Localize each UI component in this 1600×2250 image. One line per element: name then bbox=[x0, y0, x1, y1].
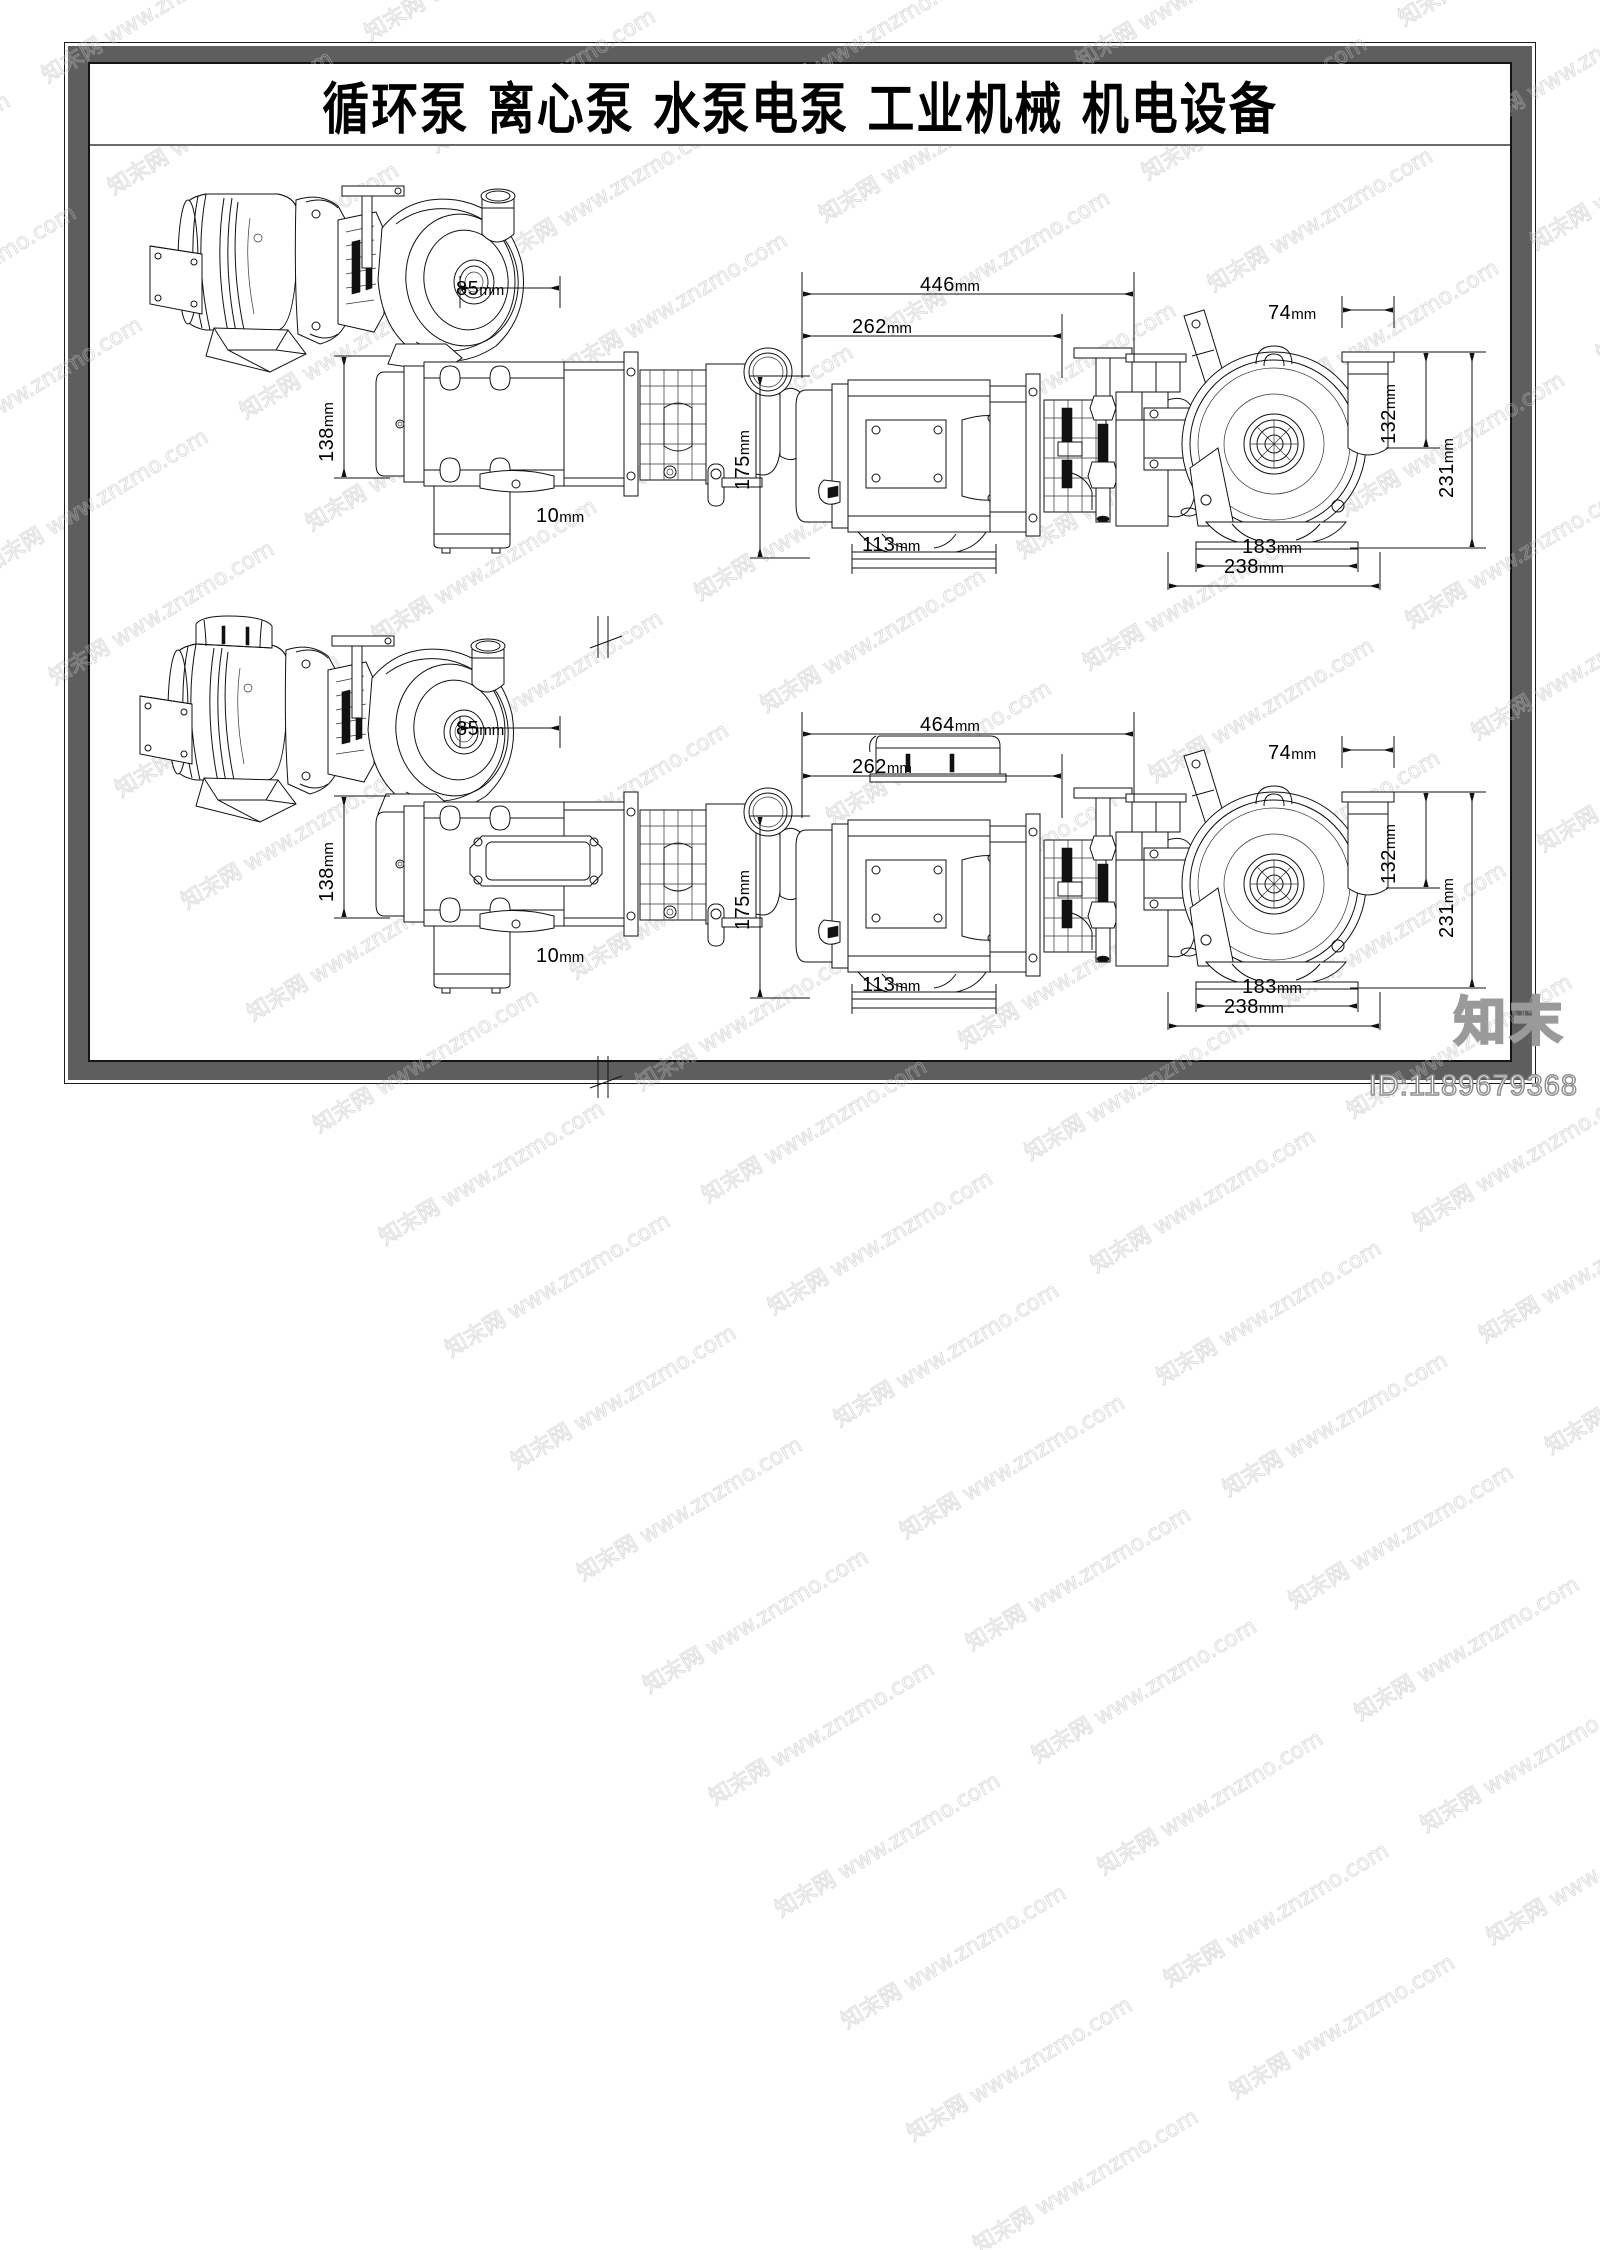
title-block: 循环泵 离心泵 水泵电泵 工业机械 机电设备 bbox=[90, 64, 1510, 146]
dim-label-10-row2: 10mm bbox=[536, 945, 585, 967]
dim-175-row2 bbox=[750, 816, 810, 998]
dim-label-262-row1: 262mm bbox=[852, 316, 912, 338]
dim-label-10-row1: 10mm bbox=[536, 505, 585, 527]
dim-label-238-row1: 238mm bbox=[1224, 556, 1284, 578]
dim-label-85-row1: 85mm bbox=[456, 278, 505, 300]
dim-label-175-row2: 175mm bbox=[732, 870, 754, 930]
drawing-vectors bbox=[90, 185, 1510, 1060]
dim-175-row1 bbox=[750, 376, 810, 558]
dim-262-row2 bbox=[802, 754, 1062, 818]
dim-262-row1 bbox=[802, 314, 1062, 378]
dim-183-row1 bbox=[1196, 548, 1358, 572]
dim-label-183-row1: 183mm bbox=[1242, 536, 1302, 558]
watermark-text: 知末网 www.znzmo.com 知末网 www.znzmo.com 知末网 … bbox=[0, 0, 1459, 19]
dim-85-row1 bbox=[460, 276, 560, 308]
pump-model-b-nameplate bbox=[470, 836, 602, 886]
dim-label-138-row1: 138mm bbox=[316, 402, 338, 462]
dim-label-113-row1: 113mm bbox=[862, 534, 921, 556]
dim-label-231-row1: 231mm bbox=[1436, 438, 1458, 498]
dim-74-row1 bbox=[1342, 296, 1394, 328]
dim-85-row2 bbox=[460, 716, 560, 748]
dim-113-row1 bbox=[852, 544, 996, 574]
dim-231-row2 bbox=[1350, 792, 1486, 988]
dim-113-row2 bbox=[852, 984, 996, 1014]
dim-label-175-row1: 175mm bbox=[732, 430, 754, 490]
dim-231-row1 bbox=[1350, 352, 1486, 548]
dim-label-132-row2: 132mm bbox=[1378, 824, 1400, 884]
dim-10-row1 bbox=[590, 616, 622, 658]
dim-138-row1 bbox=[334, 356, 390, 478]
dim-238-row1 bbox=[1168, 552, 1380, 590]
asset-id-label: ID:1189679368 bbox=[1368, 1069, 1578, 1103]
drawing-sheet bbox=[90, 148, 1510, 1060]
dim-138-row2 bbox=[334, 796, 390, 918]
dim-label-238-row2: 238mm bbox=[1224, 996, 1284, 1018]
dim-label-464-row2: 464mm bbox=[920, 714, 980, 736]
dim-label-446-row1: 446mm bbox=[920, 274, 980, 296]
dim-238-row2 bbox=[1168, 992, 1380, 1030]
dim-10-row2 bbox=[590, 1056, 622, 1098]
dim-183-row2 bbox=[1196, 988, 1358, 1012]
dim-label-138-row2: 138mm bbox=[316, 842, 338, 902]
watermark-text: 知末网 www.znzmo.com 知末网 www.znzmo.com 知末网 … bbox=[969, 1179, 1600, 2250]
dim-label-74-row1: 74mm bbox=[1268, 302, 1317, 324]
dim-74-row2 bbox=[1342, 736, 1394, 768]
zhimo-logo: 知末 bbox=[1453, 992, 1566, 1055]
dim-label-231-row2: 231mm bbox=[1436, 878, 1458, 938]
dim-label-74-row2: 74mm bbox=[1268, 742, 1317, 764]
dim-label-85-row2: 85mm bbox=[456, 718, 505, 740]
dim-label-132-row1: 132mm bbox=[1378, 384, 1400, 444]
dim-label-183-row2: 183mm bbox=[1242, 976, 1302, 998]
page-title: 循环泵 离心泵 水泵电泵 工业机械 机电设备 bbox=[322, 77, 1278, 143]
watermark-text: 知末网 www.znzmo.com 知末网 www.znzmo.com 知末网 … bbox=[903, 1067, 1600, 2147]
dim-label-113-row2: 113mm bbox=[862, 974, 921, 996]
dim-label-262-row2: 262mm bbox=[852, 756, 912, 778]
